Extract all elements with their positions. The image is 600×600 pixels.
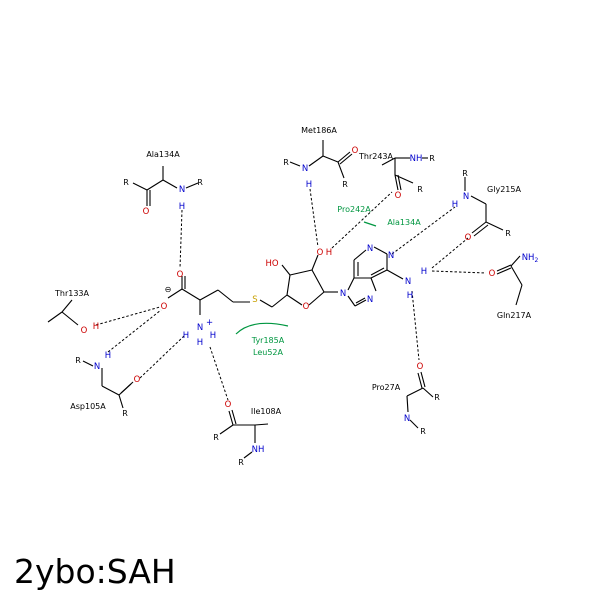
- amino-n6: N: [405, 277, 411, 287]
- svg-text:R: R: [462, 169, 468, 178]
- pro27-nitrogen: N: [404, 414, 410, 424]
- residue-thr133: [47, 299, 79, 326]
- svg-text:R: R: [429, 154, 435, 163]
- residue-thr243: [381, 157, 428, 191]
- pro27-oxygen: O: [417, 362, 424, 372]
- gly215-h: H: [452, 200, 458, 210]
- label-gly215: Gly215A: [487, 185, 521, 194]
- label-leu52: Leu52A: [253, 348, 283, 357]
- asp105-oxygen: O: [134, 375, 141, 385]
- hydrophobic-contacts: [235, 221, 377, 335]
- label-pro27: Pro27A: [372, 383, 401, 392]
- met186-h: H: [306, 180, 312, 190]
- ligand-bonds: [167, 246, 404, 315]
- asp105-nitrogen: N: [94, 362, 100, 372]
- negative-charge: ⊖: [165, 285, 172, 294]
- residue-ile108: [219, 409, 269, 459]
- thr243-nh: NH: [410, 154, 423, 164]
- amino-h-a: H: [421, 267, 427, 277]
- thr243-oxygen: O: [395, 191, 402, 201]
- ribose-hydroxyl-left: HO: [265, 259, 278, 269]
- svg-text:R: R: [283, 158, 289, 167]
- residue-atoms: R N H R O O H R N H O R O R NH R R N H O…: [75, 146, 538, 467]
- amine-h-1: H: [183, 331, 189, 341]
- label-asp105: Asp105A: [70, 402, 106, 411]
- met186-nitrogen: N: [302, 164, 308, 174]
- ala134-h: H: [179, 202, 185, 212]
- amine-h-3: H: [210, 331, 216, 341]
- svg-text:R: R: [122, 409, 128, 418]
- ile108-nh: NH: [252, 445, 265, 455]
- gln217-oxygen: O: [489, 269, 496, 279]
- residue-gly215: [464, 177, 504, 237]
- gly215-nitrogen: N: [463, 192, 469, 202]
- ligand-atoms: O O ⊖ N + H H H S O HO O H N N N N N H H: [161, 244, 428, 348]
- residue-labels: Ala134A Thr133A Asp105A Ile108A Met186A …: [54, 126, 532, 416]
- adenine-n9: N: [340, 289, 346, 299]
- svg-text:R: R: [420, 427, 426, 436]
- ribose-hydroxyl-h: H: [326, 248, 332, 258]
- gly215-oxygen: O: [465, 233, 472, 243]
- gln217-nh2: NH2: [522, 253, 539, 264]
- page-title: 2ybo:SAH: [14, 552, 176, 591]
- label-met186: Met186A: [301, 126, 337, 135]
- svg-text:R: R: [238, 458, 244, 467]
- asp105-h: H: [105, 351, 111, 361]
- adenine-n7: N: [367, 295, 373, 305]
- label-ala134: Ala134A: [146, 150, 180, 159]
- residue-pro27: [406, 371, 434, 429]
- thr133-oxygen: O: [81, 326, 88, 336]
- label-tyr185: Tyr185A: [251, 336, 285, 345]
- thr133-h: H: [93, 322, 99, 332]
- ala134-nitrogen: N: [179, 185, 185, 195]
- svg-text:R: R: [75, 356, 81, 365]
- amine-h-2: H: [197, 338, 203, 348]
- positive-charge: +: [206, 318, 213, 328]
- label-ile108: Ile108A: [251, 407, 282, 416]
- ala134-oxygen: O: [143, 207, 150, 217]
- svg-text:R: R: [123, 178, 129, 187]
- residue-asp105: [82, 360, 134, 409]
- residue-gln217: [496, 255, 523, 306]
- adenine-n1: N: [367, 244, 373, 254]
- adenine-n3: N: [388, 251, 394, 261]
- label-pro242: Pro242A: [337, 205, 371, 214]
- ile108-oxygen: O: [225, 400, 232, 410]
- svg-text:R: R: [213, 433, 219, 442]
- met186-oxygen: O: [352, 146, 359, 156]
- svg-text:R: R: [417, 185, 423, 194]
- amine-nitrogen: N: [197, 323, 203, 333]
- label-thr133: Thr133A: [54, 289, 90, 298]
- sulfur-atom: S: [252, 295, 257, 305]
- svg-text:R: R: [197, 178, 203, 187]
- svg-text:R: R: [434, 393, 440, 402]
- ribose-ring-oxygen: O: [303, 302, 310, 312]
- residue-ala134: [132, 166, 199, 206]
- hydrogen-bonds: [95, 188, 487, 401]
- carboxyl-oxygen-1: O: [177, 270, 184, 280]
- ribose-hydroxyl-oxygen: O: [317, 248, 324, 258]
- label-ala134-hydrophobic: Ala134A: [387, 218, 421, 227]
- svg-text:R: R: [505, 229, 511, 238]
- label-thr243: Thr243A: [358, 152, 394, 161]
- svg-text:R: R: [342, 180, 348, 189]
- amino-h-b: H: [407, 291, 413, 301]
- residue-met186: [289, 140, 353, 179]
- label-gln217: Gln217A: [497, 311, 532, 320]
- carboxyl-oxygen-2: O: [161, 302, 168, 312]
